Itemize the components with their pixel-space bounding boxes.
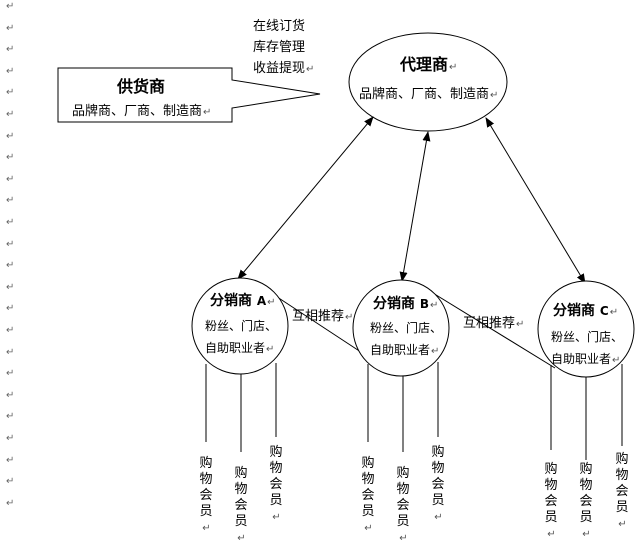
paragraph-mark: ↵ <box>6 152 15 164</box>
paragraph-mark: ↵ <box>6 368 15 380</box>
member-label: 购物会员↵ <box>615 452 629 530</box>
supplier-subtitle: 品牌商、厂商、制造商↵ <box>72 104 212 119</box>
service-item: 收益提现↵ <box>253 61 315 76</box>
paragraph-mark: ↵ <box>6 325 15 336</box>
paragraph-mark: ↵ <box>6 217 15 228</box>
paragraph-mark: ↵ <box>6 389 15 401</box>
paragraph-mark: ↵ <box>6 281 15 293</box>
agent-ellipse <box>348 32 508 132</box>
agent-to-distributor-b-arrow <box>399 131 431 282</box>
member-label: 购物会员↵ <box>234 466 248 544</box>
distributor-a-title: 分销商 A↵ <box>210 293 276 309</box>
member-label: 购物会员↵ <box>269 445 283 523</box>
member-label: 购物会员↵ <box>361 456 375 534</box>
paragraph-mark: ↵ <box>6 454 15 466</box>
paragraph-mark: ↵ <box>6 1 15 12</box>
paragraph-mark: ↵ <box>6 346 15 358</box>
paragraph-mark: ↵ <box>6 411 15 423</box>
agent-subtitle: 品牌商、厂商、制造商↵ <box>359 87 499 102</box>
service-item: 库存管理 <box>253 40 306 55</box>
service-item: 在线订货 <box>253 19 306 34</box>
paragraph-mark: ↵ <box>6 260 15 272</box>
paragraph-mark: ↵ <box>6 109 15 120</box>
recommend-label-b-c: 互相推荐↵ <box>463 316 525 331</box>
distributor-a-circle <box>191 277 289 375</box>
distributor-a-line2: 自助职业者↵ <box>205 341 275 355</box>
recommend-link-b-c <box>427 289 556 369</box>
member-label: 购物会员↵ <box>544 462 558 540</box>
paragraph-mark: ↵ <box>6 44 15 56</box>
recommend-link-a-b <box>264 288 371 359</box>
paragraph-mark: ↵ <box>6 130 15 142</box>
paragraph-mark: ↵ <box>6 238 15 250</box>
member-label: 购物会员↵ <box>579 462 593 540</box>
distributor-b-title: 分销商 B↵ <box>373 296 439 312</box>
connector-layer <box>57 32 635 460</box>
paragraph-mark: ↵ <box>6 433 15 444</box>
agent-to-distributor-c-arrow <box>485 117 586 284</box>
member-label: 购物会员↵ <box>199 456 213 534</box>
supplier-title: 供货商 <box>117 77 166 96</box>
supplier-arrow-shape <box>57 67 321 123</box>
paragraph-mark: ↵ <box>6 22 15 34</box>
paragraph-mark: ↵ <box>6 476 15 488</box>
paragraph-mark: ↵ <box>6 173 15 185</box>
paragraph-mark: ↵ <box>6 497 15 509</box>
distributor-b-line1: 粉丝、门店、 <box>370 321 443 335</box>
member-label: 购物会员↵ <box>431 445 445 523</box>
agent-to-distributor-a-arrow <box>237 116 374 280</box>
distributor-b-line2: 自助职业者↵ <box>370 343 440 357</box>
paragraph-mark: ↵ <box>6 87 15 99</box>
member-label: 购物会员↵ <box>396 466 410 544</box>
diagram-canvas: ↵ ↵ ↵ ↵ ↵ ↵ ↵ ↵ ↵ ↵ ↵ ↵ ↵ ↵ ↵ ↵ ↵ ↵ ↵ ↵ ↵ ↵ ↵ ↵ 供货商 品牌商、厂商、制造商↵… <box>6 1 635 544</box>
distributor-c-line2: 自助职业者↵ <box>551 352 621 366</box>
distributor-a-line1: 粉丝、门店、 <box>205 319 278 333</box>
distributor-c-title: 分销商 C↵ <box>553 303 619 319</box>
paragraph-mark: ↵ <box>6 65 15 77</box>
paragraph-mark: ↵ <box>6 195 15 207</box>
distributor-c-line1: 粉丝、门店、 <box>551 330 624 344</box>
distributor-b-circle <box>352 279 450 377</box>
agent-title: 代理商↵ <box>400 55 458 74</box>
paragraph-mark: ↵ <box>6 303 15 315</box>
recommend-label-a-b: 互相推荐↵ <box>292 309 354 324</box>
